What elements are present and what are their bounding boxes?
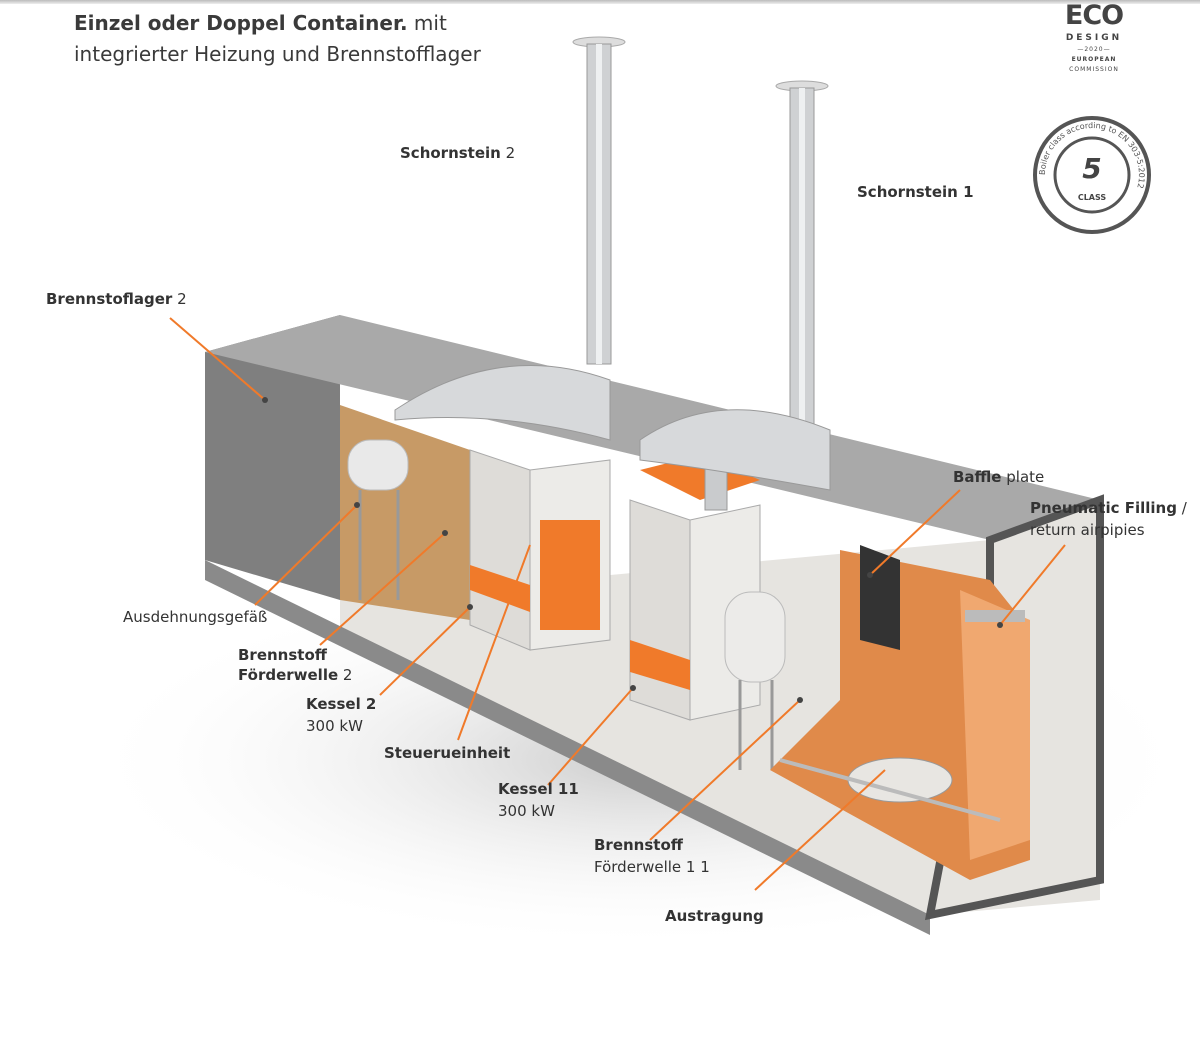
label-austragung: Austragung [665, 907, 764, 925]
year-text: —2020— [1077, 46, 1111, 53]
commission-text: COMMISSION [1069, 66, 1119, 73]
page-title: Einzel oder Doppel Container. mit integr… [74, 8, 481, 70]
label-schornstein-2: Schornstein 2 [400, 144, 516, 162]
baffle-plate [860, 545, 900, 650]
leader-lines [169, 317, 1066, 891]
label-ausdehnungsgefaess: Ausdehnungsgefäß [123, 608, 268, 626]
title-rest: mit [407, 11, 447, 35]
title-bold: Einzel oder Doppel Container. [74, 11, 408, 35]
label-schornstein-1: Schornstein 1 [857, 183, 974, 201]
badge-class: CLASS [1078, 193, 1107, 202]
storage-wall [960, 590, 1030, 860]
expansion-vessel-2 [347, 439, 409, 600]
european-text: EUROPEAN [1071, 56, 1117, 63]
class-5-badge: Boiler class according to EN 303-5:2012 … [1033, 116, 1151, 234]
container-roof [205, 315, 1100, 540]
agitator-arm [779, 758, 1001, 822]
label-steuereinheit: Steuerueinheit [384, 744, 511, 762]
boiler-2 [469, 449, 611, 651]
container-end-left [205, 315, 340, 600]
badge-number: 5 [1082, 152, 1101, 185]
label-baffle-plate: Baffle plate [953, 468, 1045, 486]
leader-dots [262, 397, 1003, 703]
eco-text: ECO [1064, 0, 1124, 31]
hood-2 [394, 364, 611, 441]
design-text: DESIGN [1065, 33, 1123, 43]
discharge-agitator [847, 757, 953, 803]
container-side [205, 560, 930, 935]
title-line2: integrierter Heizung und Brennstofflager [74, 42, 481, 66]
label-pneumatic-filling: Pneumatic Filling /return airpipies [1030, 499, 1187, 539]
eco-design-logo: ECO DESIGN —2020— EUROPEAN COMMISSION [1058, 0, 1130, 75]
top-border [0, 0, 1200, 4]
pneumatic-pipes [965, 610, 1025, 622]
label-brennstoflager-2: Brennstoflager 2 [46, 290, 187, 308]
hood-1 [639, 409, 831, 491]
chimney-2 [572, 36, 626, 365]
chimney-1 [775, 80, 829, 429]
